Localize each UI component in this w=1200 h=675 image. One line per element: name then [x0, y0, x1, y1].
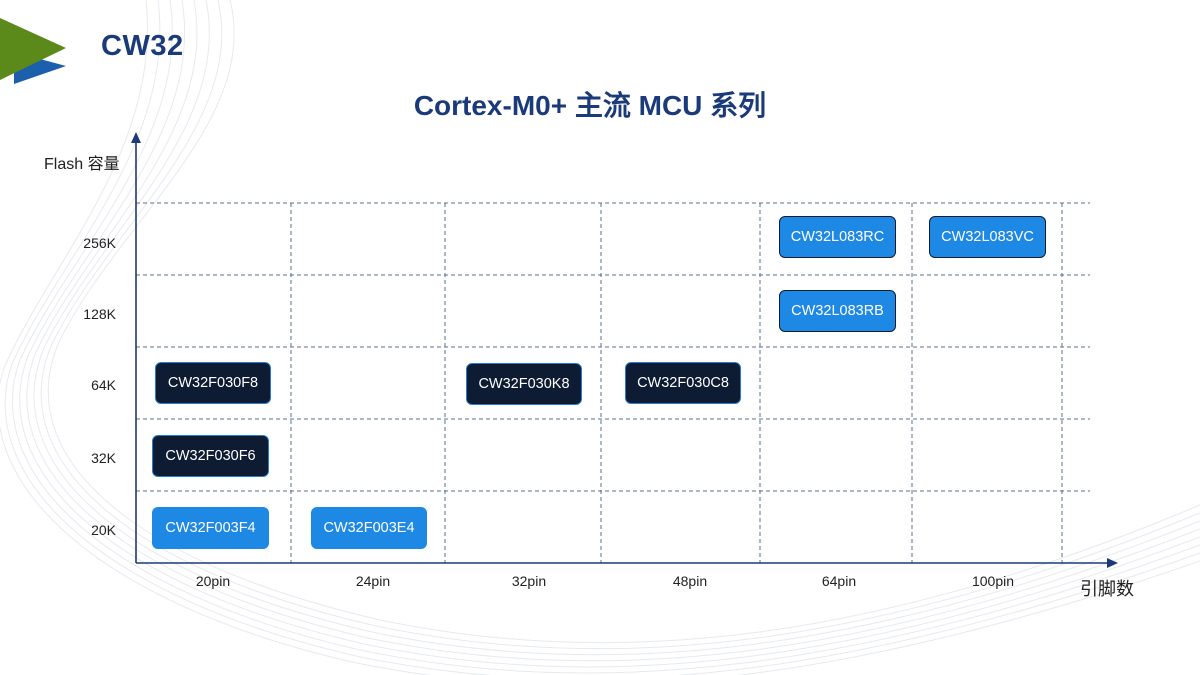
x-tick-64pin: 64pin: [821, 573, 857, 589]
chip-cw32f003f4[interactable]: CW32F003F4: [152, 507, 269, 549]
chip-cw32l083rb[interactable]: CW32L083RB: [779, 290, 896, 332]
brand-name: CW32: [101, 30, 184, 62]
chip-cw32f030c8[interactable]: CW32F030C8: [625, 362, 741, 404]
chip-cw32l083rc[interactable]: CW32L083RC: [779, 216, 896, 258]
chip-cw32l083vc[interactable]: CW32L083VC: [929, 216, 1046, 258]
y-tick-128k: 128K: [83, 306, 116, 322]
x-axis-label: 引脚数: [1080, 579, 1134, 599]
y-tick-64k: 64K: [91, 377, 116, 393]
y-tick-20k: 20K: [91, 522, 116, 538]
y-axis-arrow: [131, 132, 141, 143]
y-axis-label: Flash 容量: [44, 156, 120, 173]
x-tick-48pin: 48pin: [672, 573, 708, 589]
y-tick-256k: 256K: [83, 235, 116, 251]
chip-cw32f030f8[interactable]: CW32F030F8: [155, 362, 271, 404]
x-axis-arrow: [1107, 558, 1118, 568]
page-title: Cortex-M0+ 主流 MCU 系列: [413, 90, 767, 121]
x-tick-24pin: 24pin: [355, 573, 391, 589]
chip-cw32f030f6[interactable]: CW32F030F6: [152, 435, 269, 477]
triangle-logo-icon: [0, 18, 66, 84]
x-tick-20pin: 20pin: [195, 573, 231, 589]
chip-cw32f003e4[interactable]: CW32F003E4: [311, 507, 427, 549]
chip-cw32f030k8[interactable]: CW32F030K8: [466, 363, 582, 405]
y-tick-32k: 32K: [91, 450, 116, 466]
x-tick-100pin: 100pin: [971, 573, 1015, 589]
x-tick-32pin: 32pin: [511, 573, 547, 589]
